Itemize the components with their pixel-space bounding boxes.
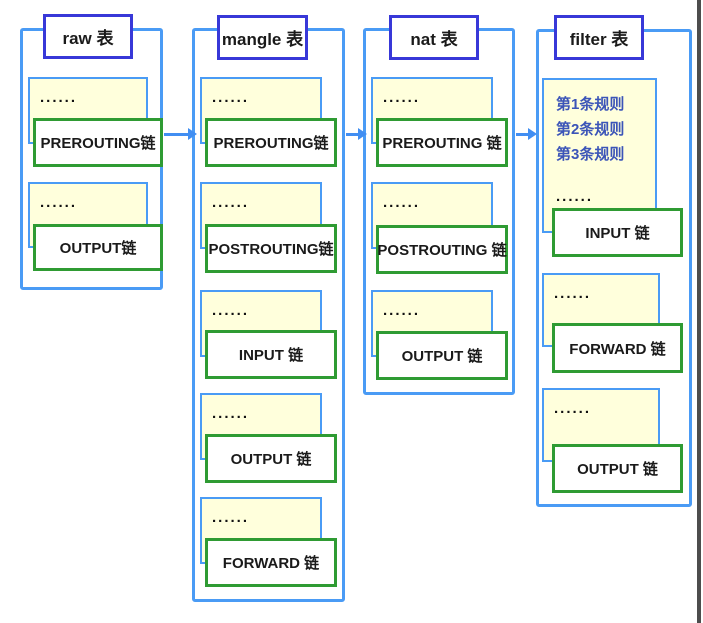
ellipsis-dots: ...... (383, 194, 421, 211)
chain-label-filter-output: OUTPUT 链 (552, 444, 683, 493)
chain-label-filter-input: INPUT 链 (552, 208, 683, 257)
chain-label-nat-postrouting: POSTROUTING 链 (376, 225, 508, 274)
chain-label-raw-prerouting: PREROUTING链 (33, 118, 163, 167)
chain-label-text: FORWARD 链 (569, 340, 666, 358)
chain-label-mangle-output: OUTPUT 链 (205, 434, 337, 483)
ellipsis-dots: ...... (556, 188, 594, 205)
table-title-nat: nat 表 (389, 15, 479, 60)
arrow-raw-to-mangle (164, 128, 197, 141)
chain-label-text: OUTPUT 链 (230, 451, 312, 468)
chain-label-text: PREROUTING 链 (382, 135, 502, 152)
chain-label-text: OUTPUT 链 (577, 461, 658, 478)
ellipsis-dots: ...... (554, 285, 592, 302)
rule-list: 第1条规则 第2条规则 第3条规则 (556, 92, 624, 167)
ellipsis-dots: ...... (212, 194, 250, 211)
chain-label-text: INPUT 链 (585, 225, 650, 242)
table-title-nat-text: nat 表 (410, 30, 458, 49)
ellipsis-dots: ...... (383, 89, 421, 106)
chain-label-mangle-postrouting: POSTROUTING链 (205, 224, 337, 273)
chain-label-text: PREROUTING链 (213, 135, 329, 152)
arrow-nat-to-filter (516, 128, 537, 141)
ellipsis-dots: ...... (40, 194, 78, 211)
ellipsis-dots: ...... (212, 302, 250, 319)
chain-label-raw-output: OUTPUT链 (33, 224, 163, 271)
arrow-line (346, 133, 359, 136)
chain-label-text: POSTROUTING 链 (377, 242, 507, 259)
ellipsis-dots: ...... (383, 302, 421, 319)
rule-line: 第2条规则 (556, 121, 625, 138)
ellipsis-dots: ...... (212, 405, 250, 422)
chain-label-text: INPUT 链 (238, 347, 304, 364)
chain-label-text: OUTPUT 链 (401, 348, 483, 365)
page-edge-line (697, 0, 701, 623)
table-title-filter-text: filter 表 (569, 30, 629, 49)
table-title-mangle: mangle 表 (217, 15, 308, 60)
chain-label-mangle-forward: FORWARD 链 (205, 538, 337, 587)
ellipsis-dots: ...... (554, 400, 592, 417)
chain-label-mangle-input: INPUT 链 (205, 330, 337, 379)
chain-box-filter-input: 第1条规则 第2条规则 第3条规则 ...... (542, 78, 657, 233)
ellipsis-dots: ...... (40, 89, 78, 106)
chain-label-text: PREROUTING链 (40, 135, 156, 152)
arrow-head-icon (188, 128, 197, 140)
chain-label-text: FORWARD 链 (222, 555, 320, 572)
chain-label-mangle-prerouting: PREROUTING链 (205, 118, 337, 167)
chain-label-text: OUTPUT链 (59, 240, 137, 257)
rule-line: 第1条规则 (556, 96, 625, 113)
table-title-raw-text: raw 表 (62, 29, 114, 48)
chain-label-filter-forward: FORWARD 链 (552, 323, 683, 373)
rule-line: 第3条规则 (556, 146, 625, 163)
arrow-head-icon (358, 128, 367, 140)
arrow-head-icon (528, 128, 537, 140)
arrow-line (164, 133, 189, 136)
ellipsis-dots: ...... (212, 509, 250, 526)
chain-label-nat-prerouting: PREROUTING 链 (376, 118, 508, 167)
table-title-raw: raw 表 (43, 14, 133, 59)
chain-label-text: POSTROUTING链 (208, 241, 334, 258)
ellipsis-dots: ...... (212, 89, 250, 106)
chain-label-nat-output: OUTPUT 链 (376, 331, 508, 380)
table-title-mangle-text: mangle 表 (221, 30, 304, 49)
arrow-mangle-to-nat (346, 128, 367, 141)
table-title-filter: filter 表 (554, 15, 644, 60)
arrow-line (516, 133, 529, 136)
